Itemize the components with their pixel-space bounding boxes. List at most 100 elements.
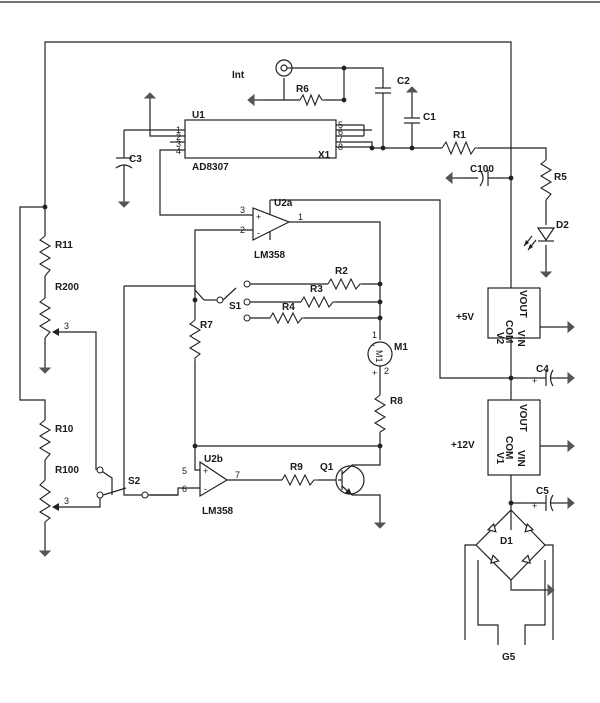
label-r8: R8 [390,396,403,407]
label-s2: S2 [128,476,141,487]
label-m1: M1 [394,342,408,353]
u2b-minus: - [204,484,207,494]
label-r10: R10 [55,424,74,435]
label-v1: V1 [494,452,505,465]
u2a-pin-2: 2 [240,225,245,235]
component-labels: Int R6 C2 C1 R1 C100 R5 D2 U1 AD8307 X1 … [55,70,569,663]
label-com-5v: COM [503,320,514,343]
capacitor-c3 [115,157,133,170]
label-vout-12v: VOUT [517,404,528,432]
label-r4: R4 [282,302,295,313]
potentiometer-r200 [38,297,85,339]
r100-pin-3: 3 [64,496,69,506]
opamp-u2b [199,460,229,498]
u1-pin-7: 7 [338,134,343,144]
c5-plus: + [532,501,537,511]
label-plus12v: +12V [451,440,475,451]
r200-pin-3: 3 [64,321,69,331]
capacitor-c1 [404,117,420,130]
switch-s2 [96,466,149,499]
led-d2 [523,227,556,251]
label-com-12v: COM [503,436,514,459]
u1-pin-3: 3 [176,139,181,149]
label-c3: C3 [129,154,142,165]
capacitor-c4 [545,369,554,387]
label-u2a: U2a [274,198,293,209]
u2a-pin-3: 3 [240,205,245,215]
u2a-plus: + [256,212,261,222]
label-vout-5v: VOUT [517,290,528,318]
resistor-r5 [539,159,553,201]
c4-plus: + [532,376,537,386]
resistor-r4 [269,311,304,325]
resistor-r9 [281,473,318,487]
resistor-r7 [188,319,202,362]
u2b-pin-5: 5 [182,466,187,476]
label-lm358-b: LM358 [202,506,234,517]
resistor-r2 [327,277,362,291]
label-vin-5v: VIN [515,330,526,347]
regulator-12v-labels: VOUT COM VIN V1 [494,404,528,467]
u1-pin-4: 4 [176,146,181,156]
u2b-plus: + [203,466,208,476]
regulator-5v [487,287,541,339]
m1-inner-label: M1 [374,350,384,363]
label-lm358-a: LM358 [254,250,286,261]
u1-pin-6: 6 [338,127,343,137]
label-r200: R200 [55,282,79,293]
u1-pin-8: 8 [338,142,343,152]
m1-plus: + [372,368,377,378]
motor-m1 [367,330,393,368]
regulator-12v [487,399,541,476]
u1-pin-2: 2 [176,132,181,142]
resistor-r1 [441,140,478,156]
label-r11: R11 [55,240,73,251]
u2a-pin-1: 1 [298,212,303,222]
resistor-r8 [373,394,387,433]
resistor-r10 [38,419,52,461]
transistor-q1 [335,464,365,496]
label-c100: C100 [470,164,494,175]
opamp-u2a [252,200,291,241]
label-r100: R100 [55,465,79,476]
label-plus5v: +5V [456,312,474,323]
resistor-r6 [299,93,324,107]
label-r5: R5 [554,172,567,183]
label-d2: D2 [556,220,569,231]
switch-s1 [204,280,251,322]
m1-pin-2: 2 [384,366,389,376]
junction-dots [42,65,514,506]
label-d1: D1 [500,536,513,547]
label-u1-part: AD8307 [192,162,229,173]
m1-pin-1: 1 [372,330,377,340]
capacitor-c5 [545,494,554,512]
label-r3: R3 [310,284,323,295]
label-u2b: U2b [204,454,223,465]
label-q1: Q1 [320,462,334,473]
label-x1: X1 [318,150,331,161]
resistor-r3 [300,295,335,309]
u2b-pin-6: 6 [182,484,187,494]
label-u1: U1 [192,110,205,121]
label-vin-12v: VIN [515,450,526,467]
int-jack [275,59,293,77]
m1-minus: - [372,340,375,350]
label-r6: R6 [296,84,309,95]
label-c5: C5 [536,486,549,497]
capacitor-c2 [375,87,391,98]
label-c1: C1 [423,112,436,123]
u1-pin-5: 5 [338,120,343,130]
label-r2: R2 [335,266,348,277]
resistor-r11 [38,235,52,277]
label-c2: C2 [397,76,410,87]
label-r9: R9 [290,462,303,473]
label-g5: G5 [502,652,516,663]
regulator-5v-labels: VOUT COM VIN V2 [494,290,528,347]
u2b-pin-7: 7 [235,470,240,480]
u1-pin-1: 1 [176,125,181,135]
label-int: Int [232,70,245,81]
pin-numbers: 1 2 3 4 5 6 7 8 3 2 1 + - 5 6 7 + - 3 3 … [64,120,537,511]
ic-u1-ad8307 [184,119,365,159]
label-r1: R1 [453,130,466,141]
